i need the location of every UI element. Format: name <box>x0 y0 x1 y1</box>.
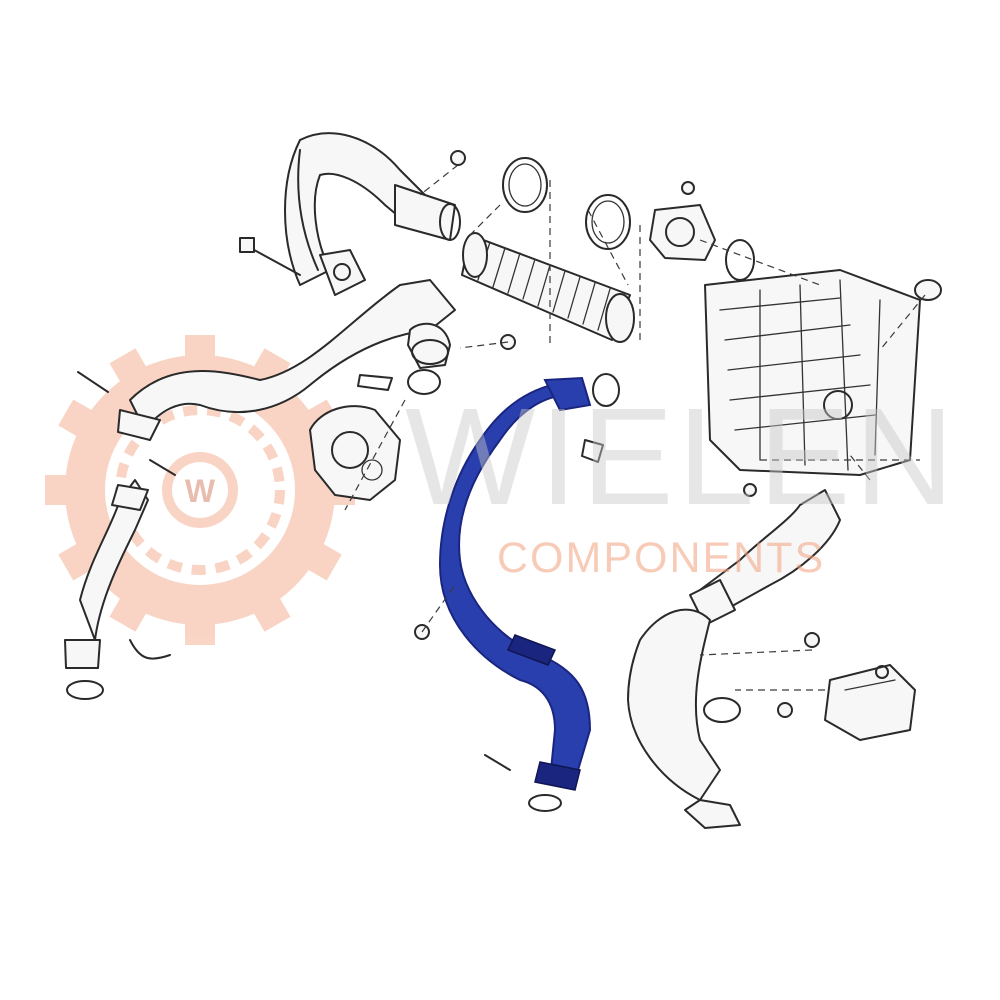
left-charge-pipe <box>64 279 456 700</box>
hose-clamp <box>502 157 548 213</box>
boost-actuator <box>824 664 916 741</box>
right-charge-pipe <box>627 489 841 829</box>
bolt-icon <box>239 237 301 276</box>
corrugated-hose <box>461 232 635 343</box>
hose-clamp <box>585 194 631 250</box>
turbocharger <box>309 405 401 501</box>
watermark-logo-letter: W <box>185 473 216 509</box>
retaining-clip <box>77 371 604 771</box>
air-intake-pipe <box>284 132 461 296</box>
intercooler-hose <box>438 376 592 791</box>
bolt-icon <box>681 181 695 195</box>
bolt-icon <box>804 632 820 648</box>
throttle-body <box>649 204 755 281</box>
bolt-icon <box>914 279 942 301</box>
seal-ring <box>407 369 620 812</box>
bolt-icon <box>777 702 793 718</box>
assembly-leader-lines <box>344 164 926 691</box>
bolt-icon <box>450 150 466 166</box>
engine-block <box>704 269 921 497</box>
